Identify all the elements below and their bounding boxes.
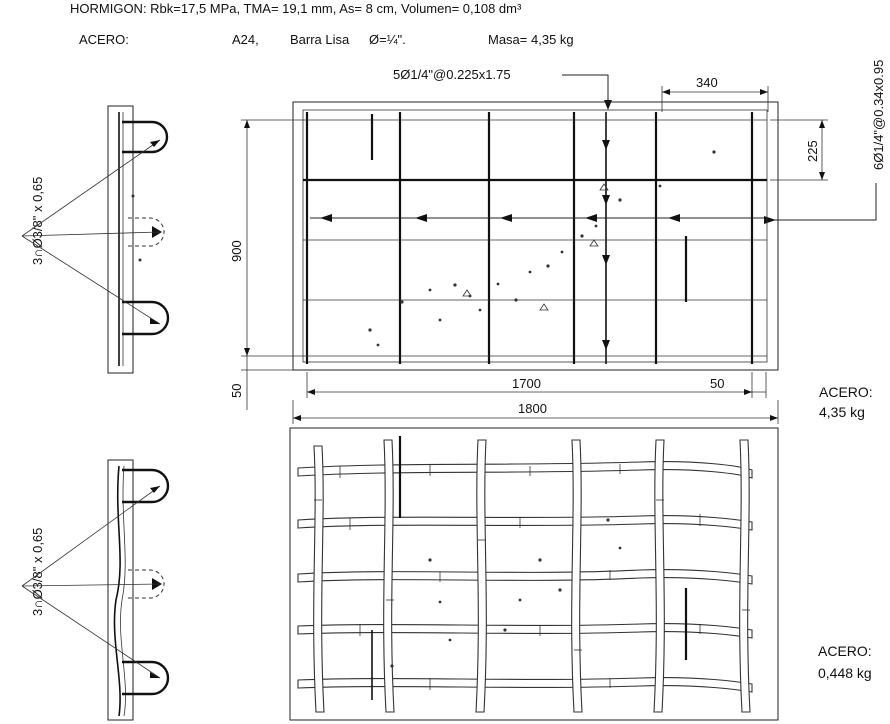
- concrete-spec-text: HORMIGON: Rbk=17,5 MPa, TMA= 19,1 mm, As…: [70, 1, 522, 16]
- top-section-view: 3∩Ø3/8" x 0,65: [21, 105, 170, 374]
- top-plan-arrows: [320, 140, 680, 350]
- top-plan-steel-label: ACERO:: [819, 384, 873, 400]
- top-section-leaders: [21, 139, 161, 325]
- top-plan-dimensions: 340 225 900 1700 50 180: [229, 75, 828, 424]
- dim-inner-length: 1700: [512, 376, 541, 391]
- bottom-plan-steel-label: ACERO:: [818, 643, 872, 659]
- bottom-plan-slab-outline: [289, 427, 779, 721]
- dim-height: 900: [229, 240, 244, 262]
- dim-spacing-x: 340: [696, 75, 718, 90]
- dim-total-length: 1800: [518, 401, 547, 416]
- top-plan-slab-outline: [292, 101, 779, 371]
- bottom-section-hook-upper: [122, 468, 170, 504]
- steel-type: Barra Lisa: [290, 32, 350, 47]
- bottom-plan-bamboo-mesh: [297, 439, 753, 713]
- bottom-section-hook-lower: [122, 660, 170, 696]
- steel-mass: Masa= 4,35 kg: [488, 32, 574, 47]
- bottom-section-hook-callout: 3∩Ø3/8" x 0,65: [30, 528, 45, 616]
- bar-callout-short: 6Ø1/4"@0.34x0.95: [871, 60, 886, 170]
- bottom-section-view: 3∩Ø3/8" x 0,65: [21, 459, 170, 721]
- top-section-hook-callout: 3∩Ø3/8" x 0,65: [30, 177, 45, 265]
- top-section-hook-upper: [122, 120, 169, 154]
- header: HORMIGON: Rbk=17,5 MPa, TMA= 19,1 mm, As…: [70, 1, 574, 47]
- bottom-plan-view: ACERO: 0,448 kg: [289, 427, 872, 721]
- bottom-section-outline: [107, 459, 134, 721]
- top-section-hook-lower: [122, 300, 170, 336]
- dim-edge: 50: [710, 376, 724, 391]
- top-plan-aggregate: [368, 150, 716, 347]
- top-section-hook-middle-dashed: [128, 217, 165, 247]
- bottom-plan-aggregate: [390, 518, 622, 668]
- bottom-section-leaders: [21, 485, 161, 679]
- top-section-outline: [107, 105, 134, 374]
- top-plan-steel-mass: 4,35 kg: [819, 404, 865, 420]
- dim-spacing-y: 225: [805, 140, 820, 162]
- bottom-section-bamboo: [113, 465, 121, 717]
- bar-callout-long: 5Ø1/4"@0.225x1.75: [393, 67, 511, 82]
- bottom-section-hook-middle-dashed: [128, 569, 165, 599]
- dim-edge-vertical: 50: [229, 384, 244, 398]
- steel-grade: A24,: [232, 32, 259, 47]
- bottom-plan-steel-mass: 0,448 kg: [818, 665, 872, 681]
- steel-diameter: Ø=¼".: [369, 32, 406, 47]
- top-plan-view: 5Ø1/4"@0.225x1.75 6Ø1/4"@0.34x0.95: [229, 60, 886, 424]
- steel-label: ACERO:: [79, 32, 129, 47]
